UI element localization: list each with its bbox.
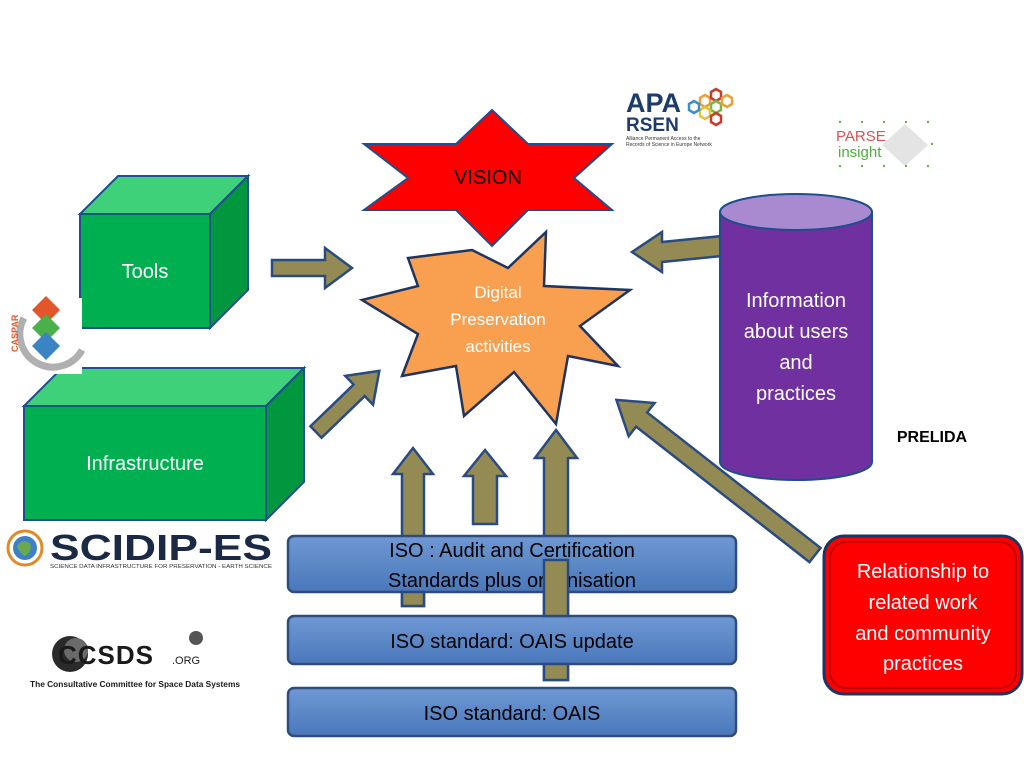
iso-audit-line-2: Standards plus organisation (388, 570, 636, 592)
iso-oais-update-label: ISO standard: OAIS update (390, 631, 633, 653)
digital-preservation-star: Digital Preservation activities (358, 228, 634, 427)
scidip-es-text: SCIDIP-ES (50, 527, 272, 568)
tools-label: Tools (122, 261, 169, 283)
arrow-oais-shaft-over-2 (542, 662, 570, 682)
information-line-2: about users (744, 321, 849, 343)
arrow-tools-to-center (270, 245, 355, 291)
aparsen-rsen: RSEN (626, 115, 679, 136)
tools-box: Tools (77, 173, 251, 331)
information-line-3: and (779, 352, 812, 374)
arrow-oais-shaft-over-1 (542, 558, 570, 618)
insight-text: insight (838, 144, 882, 161)
caspar-logo: CASPAR (10, 296, 86, 374)
ccsds-logo: CCSDS .ORG The Consultative Committee fo… (30, 631, 241, 689)
prelida-label: PRELIDA (897, 429, 968, 446)
iso-audit-box: ISO : Audit and Certification Standards … (286, 534, 738, 594)
digital-preservation-line-1: Digital (474, 283, 521, 302)
digital-preservation-line-3: activities (465, 337, 530, 356)
information-line-1: Information (746, 290, 846, 312)
hexagon-cluster-icon (687, 87, 734, 127)
aparsen-tagline-2: Records of Science in Europe Network (626, 142, 712, 148)
iso-oais-update-box: ISO standard: OAIS update (286, 614, 738, 666)
scidip-es-tagline: SCIENCE DATA INFRASTRUCTURE FOR PRESERVA… (50, 564, 273, 570)
relationship-line-3: and community (855, 623, 991, 645)
infrastructure-box: Infrastructure (21, 365, 307, 523)
scidip-es-logo: SCIDIP-ES SCIENCE DATA INFRASTRUCTURE FO… (6, 527, 273, 570)
relationship-line-1: Relationship to (857, 561, 989, 583)
aparsen-logo: APA RSEN Alliance Permanent Access to th… (626, 87, 734, 148)
digital-preservation-line-2: Preservation (450, 310, 545, 329)
parse-text: PARSE (836, 128, 886, 145)
information-cylinder: Information about users and practices (719, 193, 873, 481)
arrow-info-to-center (629, 229, 724, 275)
ccsds-text: CCSDS (58, 640, 154, 670)
relationship-line-2: related work (869, 592, 979, 614)
relationship-line-4: practices (883, 653, 963, 675)
ccsds-tagline: The Consultative Committee for Space Dat… (30, 680, 241, 689)
vision-label: VISION (454, 167, 522, 189)
information-line-4: practices (756, 383, 836, 405)
arrow-infrastructure-to-center (308, 369, 381, 440)
arrow-audit-up-middle (461, 448, 509, 526)
ccsds-suffix: .ORG (172, 655, 200, 667)
aparsen-apa: APA (626, 88, 681, 118)
iso-oais-box: ISO standard: OAIS (286, 686, 738, 738)
vision-star: VISION (360, 108, 615, 248)
arrow-audit-shaft-over (400, 590, 426, 608)
caspar-text: CASPAR (10, 314, 20, 352)
aparsen-tagline-1: Alliance Permanent Access to the (626, 136, 701, 142)
arrow-relationship-to-center (614, 398, 823, 564)
relationship-box: Relationship to related work and communi… (822, 534, 1024, 696)
infrastructure-label: Infrastructure (86, 453, 204, 475)
iso-audit-line-1: ISO : Audit and Certification (389, 540, 635, 562)
iso-oais-label: ISO standard: OAIS (424, 703, 601, 725)
parse-insight-logo: PARSE insight (836, 120, 934, 168)
